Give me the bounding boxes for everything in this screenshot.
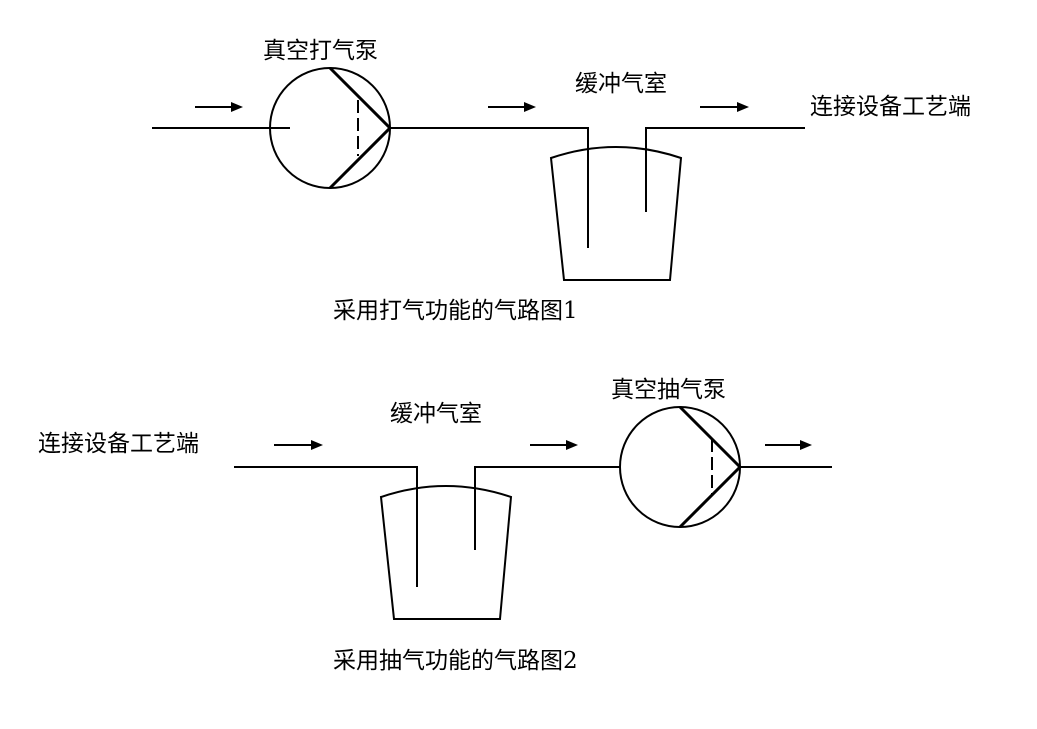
d2-flow-arrow-2: [530, 440, 578, 450]
d1-flow-arrow-1: [195, 102, 243, 112]
d1-buffer-chamber: [549, 146, 683, 281]
d2-pump-triangle-upper: [678, 405, 742, 469]
d1-pipe-pump-to-buffer: [390, 127, 589, 248]
d2-pipe-inlet-to-buffer: [234, 466, 418, 587]
d1-buffer-vessel: [549, 146, 683, 281]
d2-vacuum-pump: [619, 405, 742, 529]
d2-pump-label: 真空抽气泵: [611, 377, 726, 403]
d2-flow-arrow-1: [274, 440, 323, 450]
d2-inlet-label: 连接设备工艺端: [38, 431, 199, 457]
d1-pump-label: 真空打气泵: [263, 38, 378, 64]
d1-flow-arrow-3: [700, 102, 749, 112]
d1-flow-arrow-2: [488, 102, 536, 112]
d2-flow-arrow-3: [765, 440, 812, 450]
d2-buffer-vessel: [379, 485, 513, 620]
d1-pump-triangle-upper: [328, 66, 392, 130]
d2-pipe-buffer-to-pump: [474, 466, 620, 550]
d1-pump-triangle-lower: [328, 126, 392, 190]
diagram-2-evacuation-circuit: 连接设备工艺端 缓冲气室 真空抽气泵 采用抽气功能的气路图2: [38, 377, 832, 674]
d2-buffer-chamber: [379, 485, 513, 620]
diagram-1-inflation-circuit: 真空打气泵 缓冲气室 连接设备工艺端 采用打气功能的气路图1: [152, 38, 971, 324]
d2-caption: 采用抽气功能的气路图2: [333, 648, 578, 674]
d2-pump-triangle-lower: [678, 465, 742, 529]
d1-caption: 采用打气功能的气路图1: [333, 298, 578, 324]
d2-pump-circle: [619, 406, 741, 528]
d1-outlet-label: 连接设备工艺端: [810, 94, 971, 120]
d1-buffer-label: 缓冲气室: [575, 71, 667, 97]
d1-pipe-buffer-to-outlet: [645, 127, 805, 212]
d1-vacuum-pump: [269, 66, 392, 190]
d2-buffer-label: 缓冲气室: [390, 401, 482, 427]
